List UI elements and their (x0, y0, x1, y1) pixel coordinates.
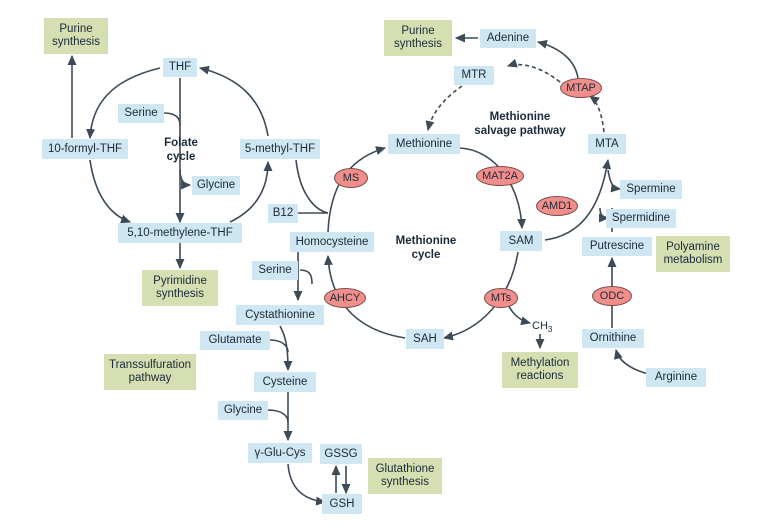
arrow-glycine-folate (179, 169, 192, 190)
polyamine-metabolism: Polyamine metabolism (656, 236, 730, 272)
molecule-cystathionine: Cystathionine (236, 305, 324, 325)
molecule-adenine: Adenine (480, 29, 536, 48)
arrow-mtap-to-mtr (506, 58, 561, 83)
molecule-10-formyl-thf: 10-formyl-THF (42, 139, 128, 159)
arrow-serine-trans (299, 269, 313, 285)
arrow-mtr-to-methionine (425, 85, 463, 132)
arrow-sam-to-sah (442, 251, 519, 341)
ch3-text: CH (532, 320, 548, 332)
methylation-reactions: Methylation reactions (502, 352, 578, 388)
arrow-formyl-to-methylene (89, 159, 132, 224)
molecule-glycine-folate: Glycine (192, 176, 240, 195)
enzyme-mtap: MTAP (560, 78, 602, 98)
arrow-serine-folate (163, 112, 181, 126)
molecule-gamma-glu-cys: γ-Glu-Cys (248, 443, 312, 463)
molecule-gsh: GSH (322, 494, 362, 514)
molecule-gssg: GSSG (320, 444, 362, 464)
enzyme-mts: MTs (484, 288, 518, 308)
molecule-b12: B12 (268, 204, 298, 223)
arrow-thf-to-formyl (86, 67, 161, 140)
enzyme-ms: MS (334, 168, 368, 188)
arrow-mta-to-mtap (589, 95, 605, 133)
arrow-mtap-to-adenine (536, 40, 579, 79)
molecule-glutamate: Glutamate (200, 331, 270, 350)
purine-synthesis-left: Purine synthesis (44, 18, 108, 54)
molecule-mta: MTA (588, 134, 626, 154)
ch3-subscript: 3 (547, 325, 553, 335)
molecule-glycine-trans: Glycine (218, 401, 268, 420)
molecule-5-10-methylene-thf: 5,10-methylene-THF (118, 223, 242, 243)
purine-synthesis-right: Purine synthesis (384, 20, 452, 56)
molecule-homocysteine: Homocysteine (290, 232, 374, 252)
molecule-sam: SAM (500, 231, 542, 251)
molecule-spermine: Spermine (620, 180, 682, 199)
enzyme-mat2a: MAT2A (476, 166, 524, 186)
arrow-glycine-trans (267, 409, 289, 423)
molecule-methionine: Methionine (388, 134, 460, 154)
arrow-methionine-to-sam (459, 147, 527, 230)
arrow-homocysteine-to-methionine (327, 146, 387, 233)
enzyme-amd1: AMD1 (536, 196, 578, 216)
transsulfuration-pathway: Transsulfuration pathway (104, 354, 196, 390)
molecule-sah: SAH (406, 329, 444, 349)
arrow-methylthf-to-ms (295, 159, 329, 214)
label-methionine-cycle: Methionine cycle (395, 235, 457, 261)
molecule-spermidine: Spermidine (606, 209, 676, 228)
molecule-thf: THF (163, 58, 197, 77)
arrow-spermine (607, 169, 622, 193)
molecule-serine-trans: Serine (252, 261, 298, 280)
arrow-methylene-to-methylthf (229, 160, 273, 223)
arrow-glutamate (269, 339, 289, 353)
molecule-putrescine: Putrescine (582, 237, 652, 256)
molecule-5-methyl-thf: 5-methyl-THF (240, 139, 320, 159)
molecule-ornithine: Ornithine (582, 329, 644, 348)
arrow-sah-to-homocysteine (323, 254, 406, 339)
molecule-cysteine: Cysteine (254, 372, 316, 392)
arrow-methylthf-to-thf (198, 65, 269, 137)
enzyme-odc: ODC (592, 286, 632, 306)
label-salvage-pathway: Methionine salvage pathway (474, 111, 566, 137)
arrow-gglucys-to-gsh (287, 463, 327, 506)
arrow-cystathionine-to-cysteine (279, 325, 293, 372)
arrow-sam-to-mta (544, 158, 612, 241)
molecule-serine-folate: Serine (118, 104, 164, 123)
label-folate-cycle: Folate cycle (164, 137, 198, 163)
pyrimidine-synthesis: Pyrimidine synthesis (142, 270, 218, 306)
glutathione-synthesis: Glutathione synthesis (368, 458, 442, 494)
label-ch3: CH3 (532, 320, 552, 334)
molecule-mtr: MTR (454, 66, 494, 85)
molecule-arginine: Arginine (646, 368, 706, 387)
enzyme-ahcy: AHCY (324, 288, 366, 308)
